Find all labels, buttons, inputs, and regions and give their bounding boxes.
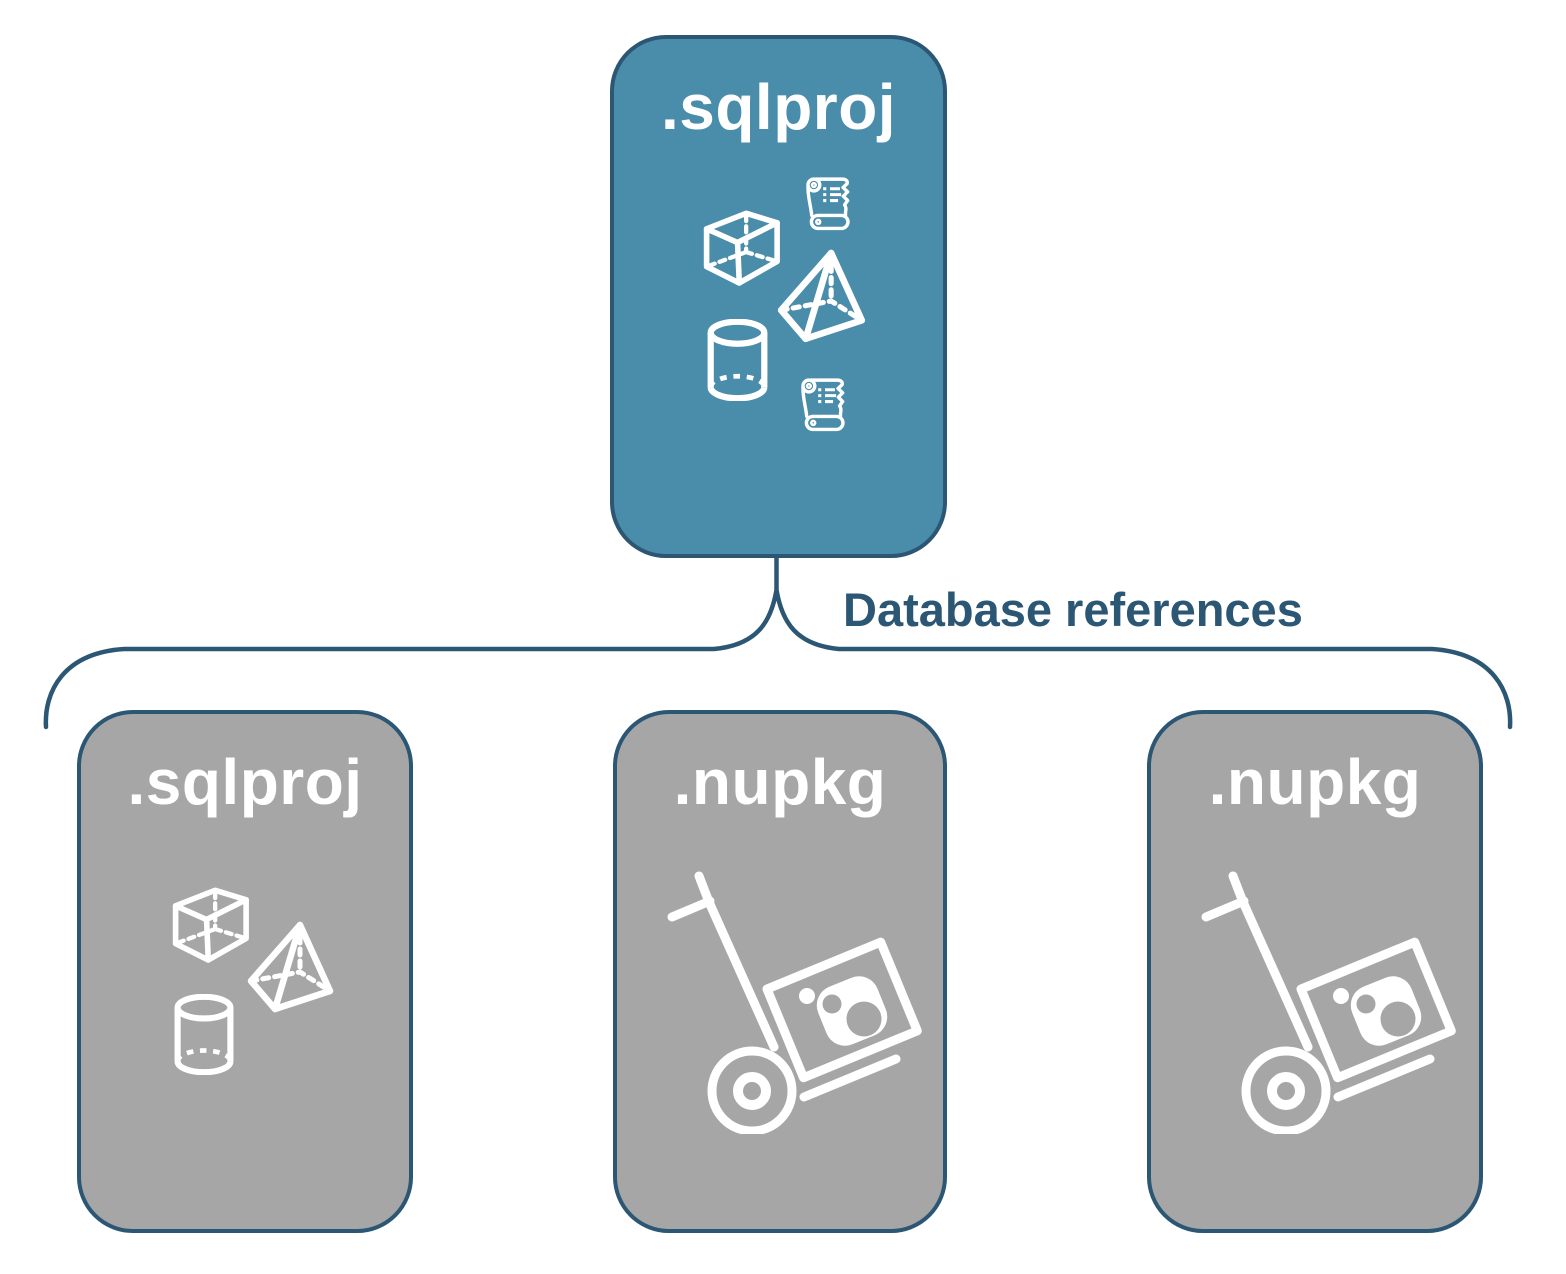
node-child-label: .sqlproj — [127, 746, 363, 818]
hand-truck-package-icon — [644, 854, 924, 1134]
scroll-icon — [801, 378, 845, 432]
node-child-label: .nupkg — [673, 746, 887, 818]
node-child-nupkg-1: .nupkg — [613, 710, 947, 1233]
pyramid-icon — [772, 249, 874, 351]
scroll-icon — [806, 177, 850, 231]
node-root-label: .sqlproj — [660, 71, 897, 143]
hand-truck-package-icon — [1178, 854, 1458, 1134]
node-child-sqlproj: .sqlproj — [77, 710, 413, 1233]
node-root-sqlproj: .sqlproj — [610, 35, 947, 558]
cube-icon — [167, 880, 253, 966]
cylinder-icon — [704, 319, 771, 401]
pyramid-icon — [242, 921, 342, 1021]
edge-label-database-references: Database references — [843, 583, 1303, 636]
cylinder-icon — [171, 994, 237, 1075]
node-child-label: .nupkg — [1208, 746, 1422, 818]
node-child-nupkg-2: .nupkg — [1147, 710, 1483, 1233]
